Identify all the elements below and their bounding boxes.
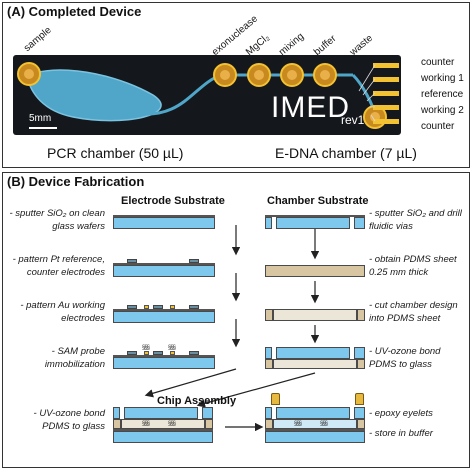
port-sample	[17, 62, 41, 86]
epoxy-eyelet-left	[271, 393, 280, 405]
caption-pcr-chamber: PCR chamber (50 µL)	[47, 145, 184, 161]
chamber-step-3-label: - cut chamber design into PDMS sheet	[369, 300, 458, 324]
port-mgcl2	[247, 63, 271, 87]
electrode-label-counter-1: counter	[421, 57, 455, 68]
chamber-step-2-pdms-sheet	[265, 265, 365, 277]
final-sam-probe-2: §§§	[320, 421, 328, 427]
port-mixing	[280, 63, 304, 87]
sam-probe-2: §§§	[168, 345, 176, 351]
logo-rev: rev1	[341, 113, 365, 127]
chamber-step-4-label: - UV-ozone bond PDMS to glass	[369, 346, 441, 370]
chamber-step-1-label: - sputter SiO₂ and drill fluidic vias	[369, 208, 462, 232]
electrode-substrate-header: Electrode Substrate	[121, 195, 225, 207]
sam-probe-1: §§§	[142, 345, 150, 351]
panel-device-fabrication: (B) Device Fabrication Electrode Substra…	[2, 172, 470, 468]
port-buffer	[313, 63, 337, 87]
panel-a-title: (A) Completed Device	[7, 4, 142, 19]
assembly-step-buffer: - store in buffer	[369, 428, 433, 439]
epoxy-eyelet-right	[355, 393, 364, 405]
electrode-label-counter-2: counter	[421, 121, 455, 132]
electrode-label-working-2: working 2	[421, 105, 464, 116]
assembly-step-label: - UV-ozone bond PDMS to glass	[33, 408, 105, 432]
final-sam-probe-1: §§§	[294, 421, 302, 427]
device-photo: 5mm IMED rev1	[13, 55, 401, 135]
scale-bar-label: 5mm	[29, 113, 52, 124]
electrode-step-4-label: - SAM probe immobilization	[44, 346, 105, 370]
electrode-step-3-label: - pattern Au working electrodes	[20, 300, 105, 324]
electrode-step-1-label: - sputter SiO₂ on clean glass wafers	[9, 208, 105, 232]
assembly-sam-probe-1: §§§	[142, 421, 150, 427]
assembly-sam-probe-2: §§§	[168, 421, 176, 427]
chamber-step-2-label: - obtain PDMS sheet 0.25 mm thick	[369, 254, 457, 278]
port-label-mixing: mixing	[276, 30, 307, 58]
device-drawing	[17, 62, 399, 129]
scale-bar	[29, 127, 57, 129]
electrode-label-working-1: working 1	[421, 73, 464, 84]
assembly-step-eyelets: - epoxy eyelets	[369, 408, 433, 419]
electrode-label-reference: reference	[421, 89, 464, 100]
panel-completed-device: (A) Completed Device sample exonuclease …	[2, 2, 470, 168]
channel-main	[132, 73, 222, 116]
logo-imed: IMED	[271, 91, 350, 124]
port-label-sample: sample	[21, 24, 54, 54]
chamber-substrate-header: Chamber Substrate	[267, 195, 369, 207]
electrode-step-2-label: - pattern Pt reference, counter electrod…	[12, 254, 105, 278]
chip-assembly-header: Chip Assembly	[157, 395, 237, 407]
caption-edna-chamber: E-DNA chamber (7 µL)	[275, 145, 417, 161]
panel-b-title: (B) Device Fabrication	[7, 174, 145, 189]
electrode-pads	[358, 63, 399, 124]
port-exonuclease	[213, 63, 237, 87]
